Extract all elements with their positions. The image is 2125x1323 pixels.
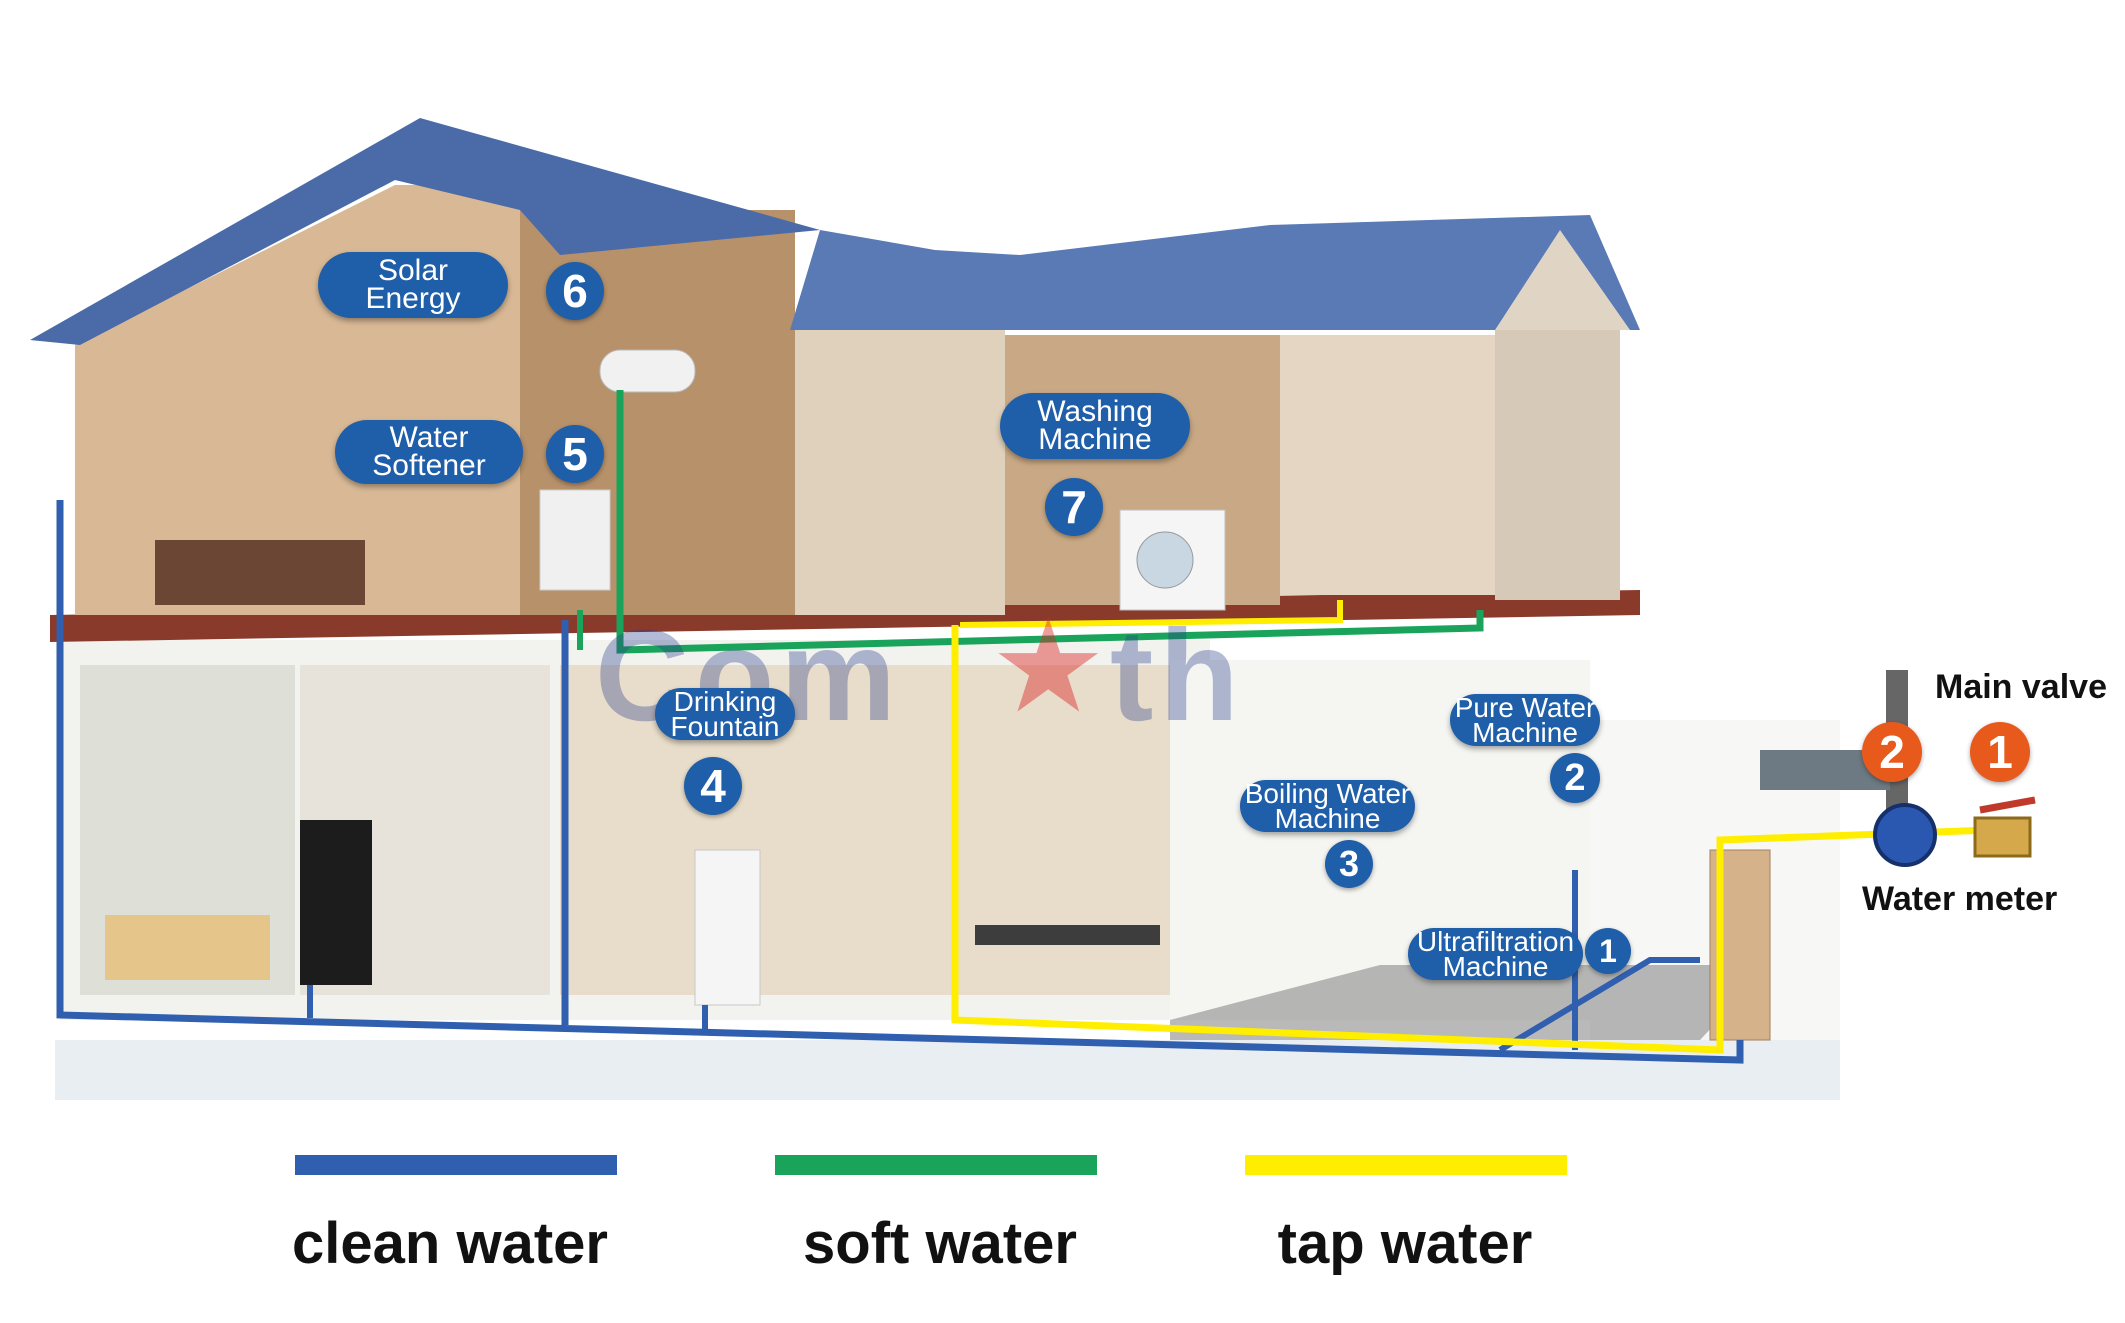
clean-water-pipe-ultra [1498,957,1700,1053]
soft-water-pipe [616,390,1484,654]
right-gable [1495,230,1630,330]
dining-table [975,925,1160,945]
ground-base [55,1040,1840,1100]
legend-clean-water-label: clean water [292,1211,608,1276]
drinking-fountain-label: Drinking Fountain [655,688,795,741]
badge-main-valve: 1 [1970,722,2030,782]
tap-water-pipe [951,625,1991,1054]
softener-unit [539,489,611,591]
badge-water-meter: 2 [1862,722,1922,782]
fountain-unit [694,849,761,1006]
legend-tap-water-swatch [1245,1155,1567,1175]
water-meter-label: Water meter [1862,880,2058,918]
main-valve-label: Main valve [1935,668,2107,706]
right-roof [790,215,1640,330]
fridge [300,820,372,985]
water-heater [599,349,696,393]
restroom-wall [1280,335,1495,595]
water-meter-dial [1873,803,1937,867]
legend-soft-water-swatch [775,1155,1097,1175]
badge-solar: 6 [546,262,604,320]
legend-soft-water-label: soft water [803,1211,1077,1276]
watermark-right: th [1110,602,1245,748]
water-softener-label: Water Softener [335,420,523,484]
right-facade [1495,330,1620,600]
boiling-water-machine-label: Boiling Water Machine [1240,780,1415,833]
main-valve-handle [1979,796,2036,814]
pure-water-machine-label: Pure Water Machine [1450,694,1600,747]
washing-machine-label: Washing Machine [1000,393,1190,459]
watermark-star-icon: ★ [990,593,1113,739]
main-valve-body [1973,816,2032,858]
badge-fountain: 4 [684,757,742,815]
badge-ultra: 1 [1585,928,1631,974]
solar-energy-label: Solar Energy [318,252,508,318]
left-roof [30,118,820,345]
badge-pure: 2 [1550,753,1600,803]
badge-washing: 7 [1045,478,1103,536]
washer-door [1136,531,1194,589]
hall-wall [795,320,1005,615]
kitchen-floor [1170,965,1770,1040]
legend-tap-water-label: tap water [1277,1211,1533,1276]
ultrafiltration-machine-label: Ultrafiltration Machine [1408,928,1583,981]
bed [155,540,365,605]
clean-water-pipe-main [56,500,1744,1064]
kitchen-cabinet [105,915,270,980]
badge-softener: 5 [546,425,604,483]
legend-clean-water-swatch [295,1155,617,1175]
badge-boiling: 3 [1325,840,1373,888]
tap-water-pipe-upper [959,600,1343,628]
